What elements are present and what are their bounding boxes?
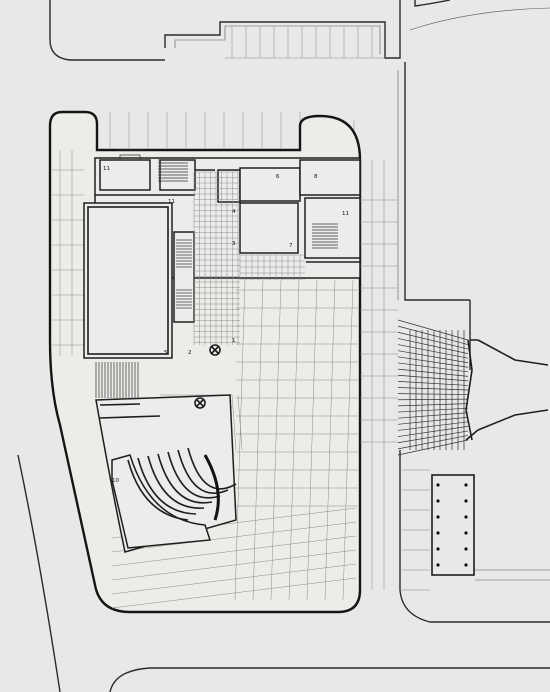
column-markers [194,344,221,409]
marker-dot [436,531,440,535]
plan-line [270,279,282,601]
plaza-lines [360,160,430,591]
seat-row [137,457,197,515]
plan-line [397,325,469,345]
plan-line [397,393,469,395]
room-number: 5 [164,350,168,356]
auditorium [95,394,237,553]
room-number: 11 [342,211,349,217]
room-number: 7 [289,243,293,249]
room-labels: 11 11 6 8 11 4 3 7 1 5 2 10 [103,166,349,484]
plan-line [397,430,469,444]
marker-dot [464,499,468,503]
plan-line [111,563,357,595]
plan-line [397,407,469,413]
plan-line [324,279,336,601]
marker-dot [436,483,440,487]
plan-line [397,403,469,407]
marker-dot [436,499,440,503]
plan-line [111,577,357,609]
marker-dot [464,483,468,487]
plan-line [237,394,243,451]
plan-line [342,279,354,601]
room-number: 1 [232,338,236,344]
seat-row [147,455,205,509]
marker-dot [436,547,440,551]
fan-edge [465,339,549,441]
plan-line [288,279,300,601]
seat-row [187,447,237,490]
seat-row [177,449,229,494]
room-number: 10 [112,478,119,484]
plan-line [397,398,469,401]
main-building [83,149,361,359]
room-number: 8 [314,174,318,180]
marker-dot [464,563,468,567]
plan-line [397,412,469,419]
room-number: 3 [232,241,236,247]
seat-row [167,451,221,499]
room-number: 11 [103,166,110,172]
plan-line [397,387,469,391]
plan-line [111,549,357,581]
plan-line [397,374,469,382]
plan-line [252,279,264,601]
seat-row [157,453,213,504]
plan-line [397,356,469,368]
marker-dot [436,563,440,567]
plan-line [306,279,318,601]
plan-line [397,381,469,386]
seat-row [127,459,189,521]
plan-line [397,426,469,437]
large-hall [83,202,173,359]
room-number: 6 [276,174,280,180]
plan-line [397,350,469,364]
room-number: 11 [168,199,175,205]
marker-dot [464,515,468,519]
plan-line [234,279,246,601]
marker-dot [436,515,440,519]
room-number: 2 [188,350,192,356]
entrance-steps [95,362,139,398]
building-stairs [158,159,338,309]
marker-dot [464,547,468,551]
plan-line [397,319,469,341]
paving-grid [52,150,358,609]
fan-steps [397,319,469,456]
road-network [17,0,550,692]
lower-right-block [431,474,475,576]
plan-line [231,394,237,451]
plan-line [397,439,469,456]
plan-line [111,535,357,567]
room-number: 4 [232,209,236,215]
marker-dot [464,531,468,535]
plan-line [111,521,357,553]
